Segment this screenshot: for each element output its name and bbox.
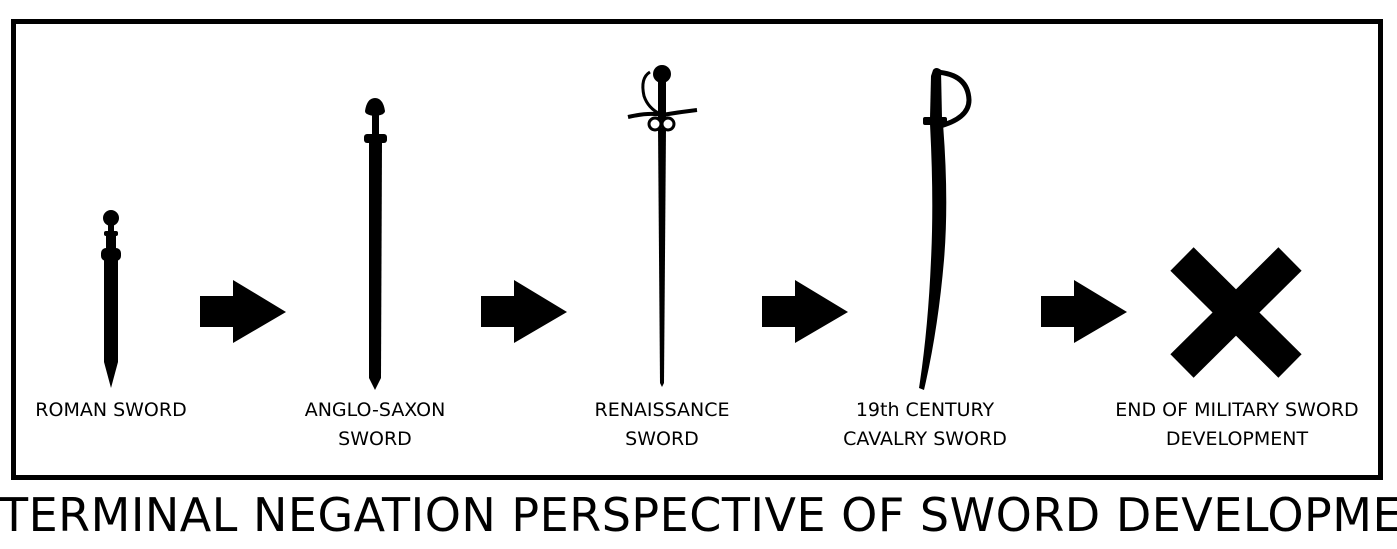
x-mark-icon — [1182, 259, 1290, 366]
stage-label-end: END OF MILITARY SWORD DEVELOPMENT — [1096, 396, 1378, 454]
stage-label-roman: ROMAN SWORD — [18, 396, 204, 425]
arrow-right-icon — [481, 280, 567, 343]
roman-sword-icon — [101, 210, 121, 388]
anglo-saxon-sword-icon — [364, 98, 387, 390]
arrow-right-icon — [762, 280, 848, 343]
stage-label-cavalry: 19th CENTURY CAVALRY SWORD — [820, 396, 1030, 454]
stage-label-anglo-saxon: ANGLO-SAXON SWORD — [280, 396, 470, 454]
stage-label-renaissance: RENAISSANCE SWORD — [572, 396, 752, 454]
page-title: TERMINAL NEGATION PERSPECTIVE OF SWORD D… — [0, 485, 1397, 545]
cavalry-sword-icon — [919, 68, 969, 390]
arrow-right-icon — [200, 280, 286, 343]
renaissance-sword-icon — [628, 65, 697, 387]
arrow-right-icon — [1041, 280, 1127, 343]
